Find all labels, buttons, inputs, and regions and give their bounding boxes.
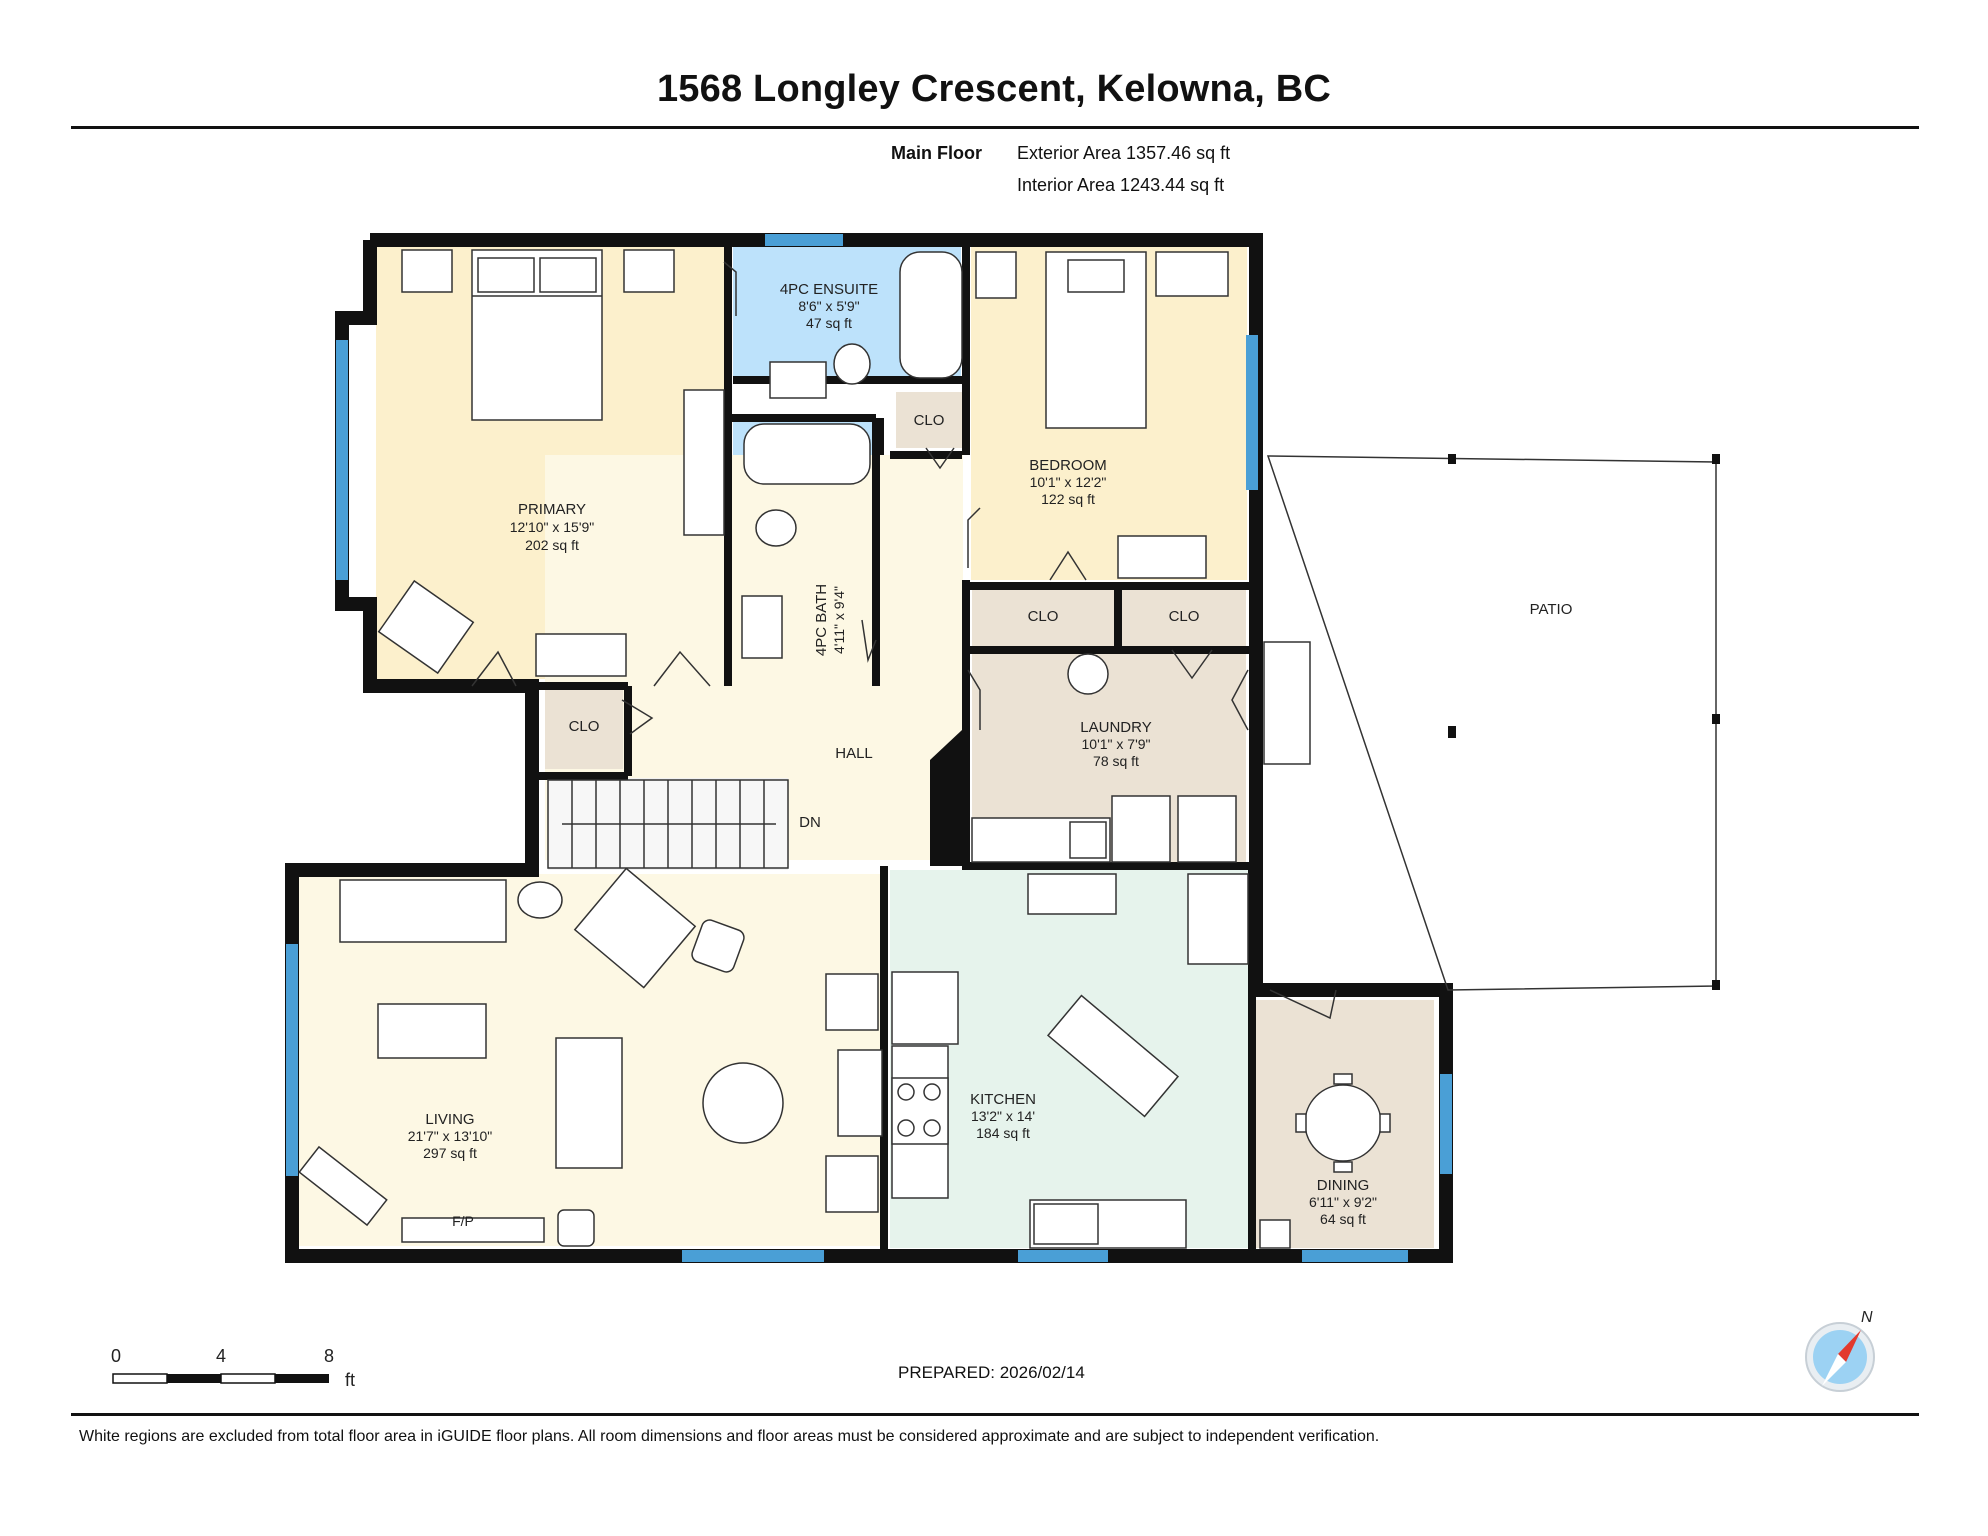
living-loveseat (555, 1037, 623, 1169)
label-clo-bed-1: CLO (1028, 608, 1059, 625)
dining-table (1304, 1084, 1382, 1162)
label-bath-dims: 4'11" x 9'4" (831, 586, 847, 654)
dining-cabinet (1259, 1219, 1291, 1249)
compass-north-label: N (1861, 1309, 1873, 1326)
label-dining-dims: 6'11" x 9'2" (1309, 1194, 1377, 1210)
interior-area: Interior Area 1243.44 sq ft (1017, 175, 1225, 195)
living-stool (691, 919, 745, 973)
compass-icon: N (1805, 1309, 1875, 1392)
label-bath-name: 4PC BATH (813, 584, 830, 656)
bath-vanity (741, 595, 783, 659)
ensuite-vanity (769, 361, 827, 399)
kitchen-sink (1033, 1203, 1099, 1245)
nightstand-left (401, 249, 453, 293)
primary-chair (377, 579, 475, 675)
coffee-table (377, 1003, 487, 1059)
label-clo-hall: CLO (569, 718, 600, 735)
label-living-name: LIVING (425, 1111, 474, 1128)
laundry-sink (1069, 821, 1107, 859)
label-bedroom-area: 122 sq ft (1041, 491, 1095, 507)
label-dining-name: DINING (1317, 1177, 1370, 1194)
dryer (1177, 795, 1237, 863)
kitchen-counter-side (1187, 873, 1249, 965)
walls (285, 233, 1453, 1263)
kitchen-counter-top (1027, 873, 1117, 915)
floor-name: Main Floor (891, 143, 982, 163)
kitchen-fridge (891, 971, 959, 1045)
bath-toilet (755, 509, 797, 547)
closet-ensuite (896, 392, 962, 448)
footer-disclaimer: White regions are excluded from total fl… (79, 1428, 1380, 1445)
scale-unit: ft (345, 1370, 355, 1390)
label-living-dims: 21'7" x 13'10" (408, 1128, 493, 1144)
ensuite-tub (899, 251, 963, 379)
label-ensuite-name: 4PC ENSUITE (780, 281, 878, 298)
label-kitchen-area: 184 sq ft (976, 1125, 1030, 1141)
label-clo-bed-2: CLO (1169, 608, 1200, 625)
scale-tick-0: 0 (111, 1346, 121, 1366)
hall-upper (880, 455, 962, 755)
label-dining-area: 64 sq ft (1320, 1211, 1366, 1227)
prepared-date: PREPARED: 2026/02/14 (898, 1363, 1085, 1382)
ensuite-toilet (833, 343, 871, 385)
closet-bed-2 (1122, 590, 1246, 646)
furniture (298, 249, 1391, 1249)
label-ensuite-dims: 8'6" x 5'9" (798, 298, 859, 314)
label-patio: PATIO (1530, 601, 1573, 618)
bath-tub (743, 423, 871, 485)
kitchen-island (1046, 994, 1180, 1118)
living-bench (298, 1145, 388, 1227)
label-living-area: 297 sq ft (423, 1145, 477, 1161)
fireplace (401, 1217, 545, 1243)
living-ottoman (517, 881, 563, 919)
dining-table-living (702, 1062, 784, 1144)
scale-tick-4: 4 (216, 1346, 226, 1366)
label-bedroom-name: BEDROOM (1029, 457, 1107, 474)
stairs (547, 779, 789, 869)
scale-tick-8: 8 (324, 1346, 334, 1366)
living-sofa (339, 879, 507, 943)
bedroom-desk (1117, 535, 1207, 579)
title-rule (71, 126, 1919, 129)
plan-title: 1568 Longley Crescent, Kelowna, BC (656, 68, 1332, 110)
label-laundry-name: LAUNDRY (1080, 719, 1151, 736)
living-footstool (557, 1209, 595, 1247)
label-ensuite-area: 47 sq ft (806, 315, 852, 331)
living-chair-b (825, 1155, 879, 1213)
primary-bench (535, 633, 627, 677)
windows (286, 234, 1452, 1262)
bedroom-nightstand (975, 251, 1017, 299)
living-armchair (573, 867, 697, 989)
living-chair-a (825, 973, 879, 1031)
nightstand-right (623, 249, 675, 293)
primary-dresser (683, 389, 725, 536)
scale-bar: 0 4 8 ft (111, 1346, 355, 1390)
label-kitchen-dims: 13'2" x 14' (971, 1108, 1035, 1124)
closet-hall (545, 683, 623, 769)
patio (1263, 454, 1720, 991)
label-fireplace: F/P (452, 1213, 474, 1229)
footer-rule (71, 1413, 1919, 1416)
label-dn: DN (799, 814, 821, 831)
doors (471, 261, 1337, 1020)
room-labels: PRIMARY 12'10" x 15'9" 202 sq ft 4PC ENS… (408, 281, 1573, 1229)
label-clo-ensuite: CLO (914, 412, 945, 429)
washer (1111, 795, 1171, 863)
living-sideboard (837, 1049, 883, 1137)
label-laundry-dims: 10'1" x 7'9" (1082, 736, 1151, 752)
laundry-basket (1067, 653, 1109, 695)
exterior-area: Exterior Area 1357.46 sq ft (1017, 143, 1231, 163)
label-primary-name: PRIMARY (518, 501, 586, 518)
label-primary-area: 202 sq ft (525, 537, 579, 553)
label-bedroom-dims: 10'1" x 12'2" (1030, 474, 1107, 490)
label-primary-dims: 12'10" x 15'9" (510, 519, 595, 535)
closet-bed-1 (972, 590, 1115, 646)
label-laundry-area: 78 sq ft (1093, 753, 1139, 769)
bedroom-dresser (1155, 251, 1229, 297)
label-kitchen-name: KITCHEN (970, 1091, 1036, 1108)
label-hall: HALL (835, 745, 873, 762)
